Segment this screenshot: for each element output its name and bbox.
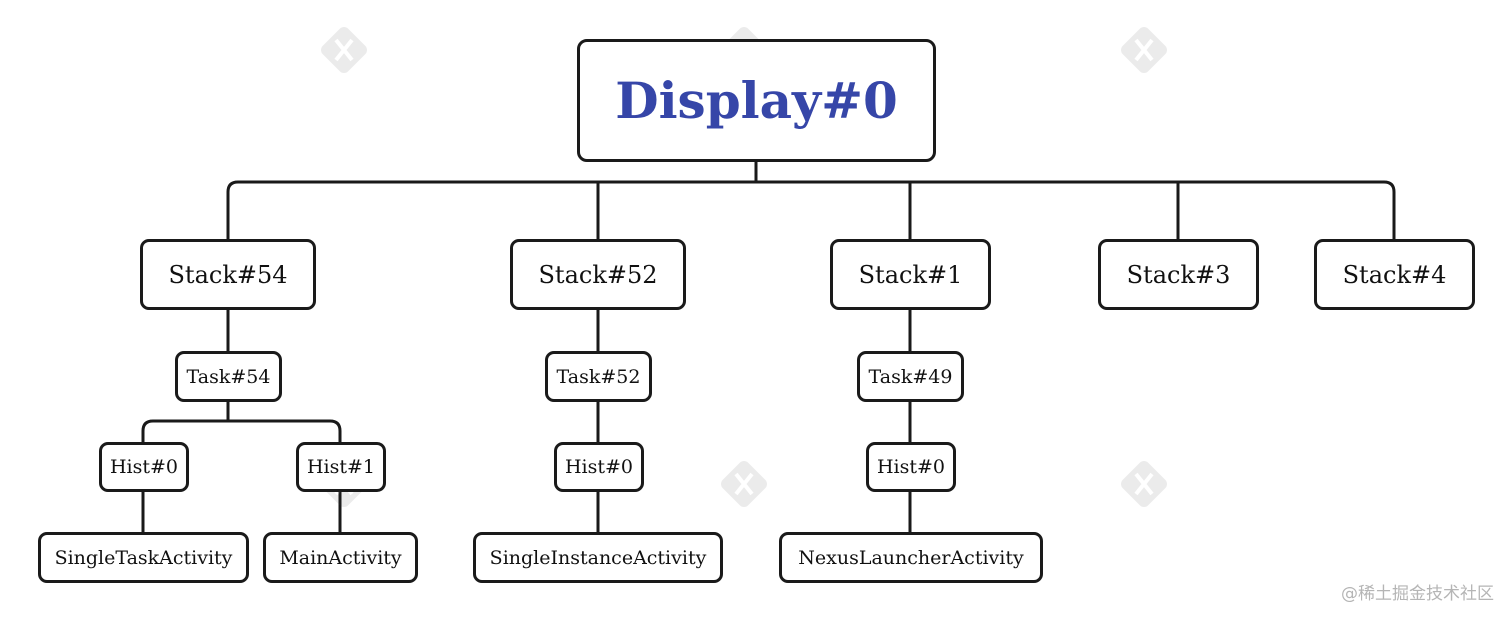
root-node-display: Display#0 <box>577 39 936 162</box>
stack-node: Stack#54 <box>140 239 316 310</box>
activity-node: SingleTaskActivity <box>38 532 249 583</box>
watermark-logo <box>321 27 367 73</box>
stack-node: Stack#1 <box>830 239 991 310</box>
hist-node: Hist#1 <box>296 442 386 492</box>
watermark-logo <box>721 461 767 507</box>
footer-credit: @稀土掘金技术社区 <box>1341 584 1494 604</box>
hist-node: Hist#0 <box>866 442 956 492</box>
connector-root-bus <box>226 180 1396 240</box>
hist-node: Hist#0 <box>99 442 189 492</box>
activity-node: NexusLauncherActivity <box>779 532 1043 583</box>
watermark-logo <box>1121 461 1167 507</box>
stack-node: Stack#4 <box>1314 239 1475 310</box>
task-node: Task#54 <box>175 351 282 402</box>
task-node: Task#49 <box>857 351 964 402</box>
stack-node: Stack#52 <box>510 239 686 310</box>
activity-node: MainActivity <box>263 532 418 583</box>
stack-node: Stack#3 <box>1098 239 1259 310</box>
connector-task54-hists <box>141 419 342 443</box>
hist-node: Hist#0 <box>554 442 644 492</box>
task-node: Task#52 <box>545 351 652 402</box>
activity-node: SingleInstanceActivity <box>473 532 723 583</box>
watermark-logo <box>1121 27 1167 73</box>
